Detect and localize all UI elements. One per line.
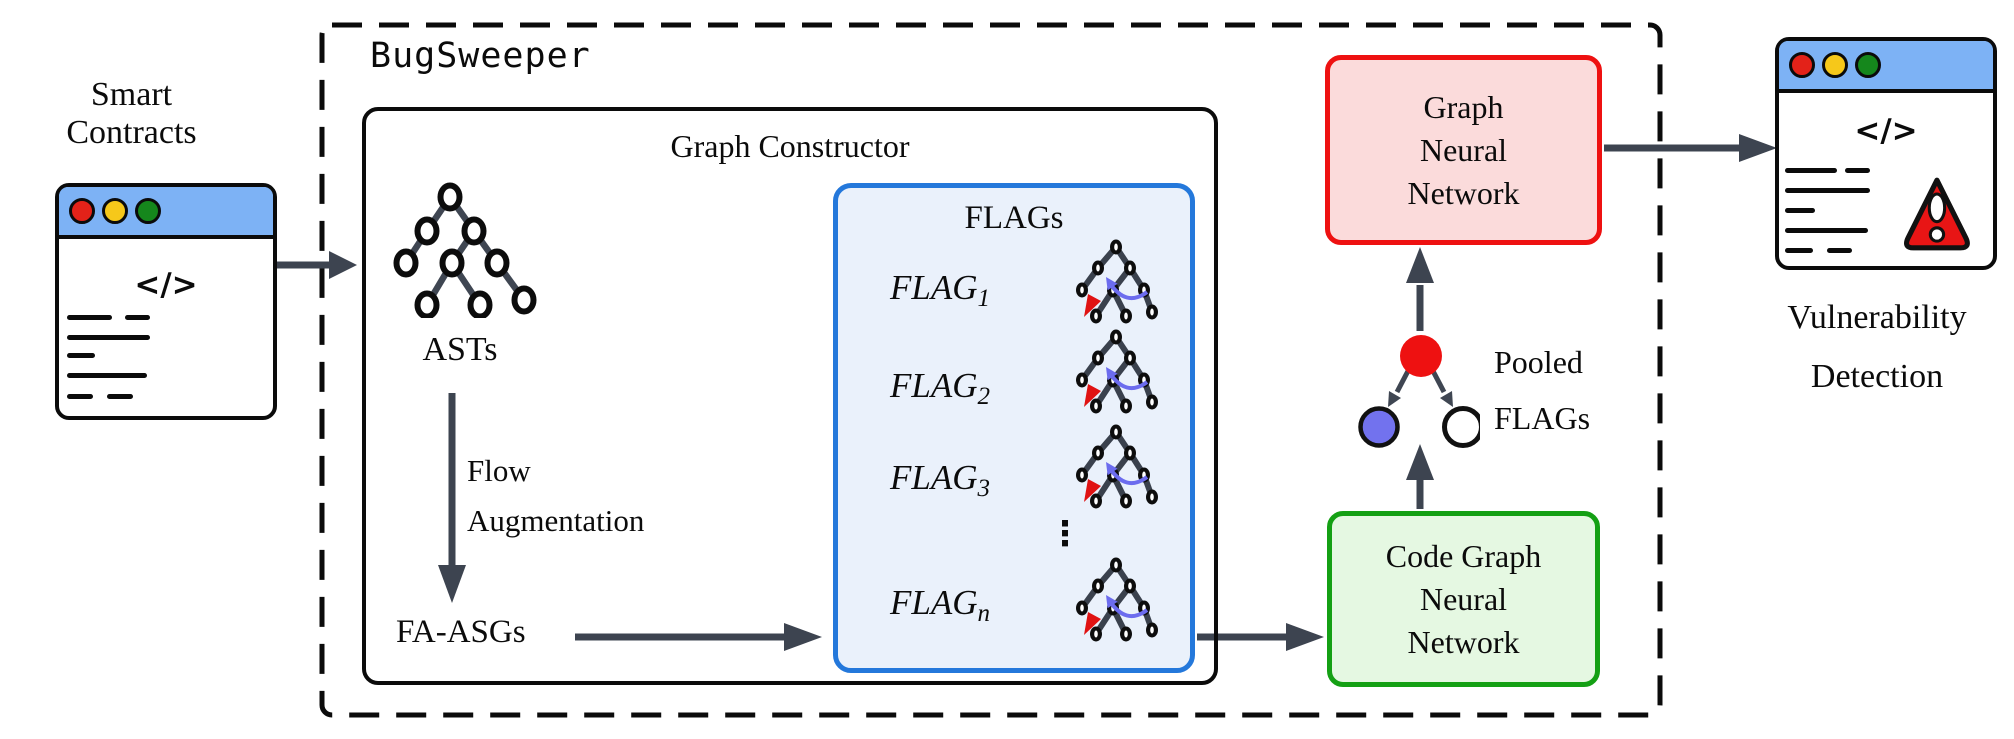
flow-augmentation-label: Flow Augmentation xyxy=(467,446,644,546)
code-gnn-line2: Neural xyxy=(1419,580,1508,617)
vulnerability-line2: Detection xyxy=(1810,358,1944,395)
gnn-line1: Graph xyxy=(1423,88,1504,125)
code-line xyxy=(67,335,150,340)
gnn-line2: Neural xyxy=(1419,131,1508,168)
green-dot-icon xyxy=(135,198,161,224)
pooled-flags-label: Pooled FLAGs xyxy=(1494,334,1590,446)
window-titlebar xyxy=(59,187,273,239)
code-gnn-box: Code Graph Neural Network xyxy=(1327,511,1600,687)
bugsweeper-label: BugSweeper xyxy=(370,36,591,76)
arrow-asts-to-fa-asgs xyxy=(438,393,466,603)
code-line xyxy=(1785,228,1868,233)
code-line xyxy=(1785,168,1837,173)
code-line xyxy=(125,315,150,320)
code-gnn-line3: Network xyxy=(1407,623,1520,660)
ellipsis-label: ⋮ xyxy=(1048,514,1082,554)
code-line xyxy=(107,394,133,399)
pooled-left-node xyxy=(1358,406,1400,448)
code-line xyxy=(67,373,147,378)
tree-edges xyxy=(403,195,527,307)
vulnerability-detection-label: Vulnerability Detection xyxy=(1746,288,2008,406)
vulnerability-line1: Vulnerability xyxy=(1787,299,1967,336)
arrow-flags-to-code-gnn xyxy=(1197,623,1324,651)
code-line xyxy=(1827,248,1852,253)
flow-augmentation-line1: Flow xyxy=(467,453,531,488)
code-line xyxy=(1785,208,1815,213)
gnn-box: Graph Neural Network xyxy=(1325,55,1602,245)
code-icon: </> xyxy=(1854,113,1918,149)
asts-label: ASTs xyxy=(422,331,498,368)
graph-constructor-box xyxy=(362,107,1218,685)
pooled-edges xyxy=(1388,369,1453,407)
red-dot-icon xyxy=(1789,52,1815,78)
code-line xyxy=(67,394,93,399)
flag-n-label: FLAGn xyxy=(890,583,990,627)
code-line xyxy=(1785,188,1870,193)
code-line xyxy=(1785,248,1813,253)
bugsweeper-dashed-border xyxy=(319,22,1663,718)
gnn-line3: Network xyxy=(1407,174,1520,211)
yellow-dot-icon xyxy=(102,198,128,224)
window-titlebar xyxy=(1779,41,1993,93)
arrow-smart-contracts-to-bugsweeper xyxy=(277,251,357,279)
flags-title: FLAGs xyxy=(964,200,1064,236)
code-line xyxy=(67,315,112,320)
code-gnn-line1: Code Graph xyxy=(1385,537,1542,574)
pooled-flags-line2: FLAGs xyxy=(1494,400,1591,436)
pooled-flags-icon xyxy=(1358,335,1480,448)
red-dot-icon xyxy=(69,198,95,224)
arrow-pooled-to-gnn xyxy=(1406,247,1434,331)
flag-graph-icon xyxy=(1068,556,1163,646)
flags-box: FLAGs FLAG1 FLAG2 FLAG3 ⋮ FLAGn xyxy=(833,183,1195,673)
flag-1-label: FLAG1 xyxy=(890,268,990,312)
arrow-code-gnn-to-pooled xyxy=(1406,444,1434,509)
flag-graph-icon xyxy=(1068,238,1163,328)
vulnerability-report-window: </> xyxy=(1775,37,1997,270)
ast-tree-icon xyxy=(393,182,537,318)
smart-contract-window: </> xyxy=(55,183,277,420)
pooled-root-node xyxy=(1400,335,1442,377)
graph-constructor-title: Graph Constructor xyxy=(670,128,910,164)
fa-asgs-label: FA-ASGs xyxy=(396,614,526,650)
yellow-dot-icon xyxy=(1822,52,1848,78)
tree-nodes xyxy=(393,182,537,318)
flag-graph-icon xyxy=(1068,328,1163,418)
flow-augmentation-line2: Augmentation xyxy=(467,503,645,538)
flag-2-label: FLAG2 xyxy=(890,366,990,410)
arrow-gnn-to-output xyxy=(1604,134,1777,162)
warning-icon xyxy=(1904,177,1970,251)
code-icon: </> xyxy=(134,267,198,303)
code-line xyxy=(1845,168,1870,173)
pooled-right-node xyxy=(1442,406,1480,448)
code-line xyxy=(67,353,95,358)
arrow-fa-asgs-to-flags xyxy=(575,623,822,651)
pooled-flags-line1: Pooled xyxy=(1494,344,1583,380)
flag-3-label: FLAG3 xyxy=(890,458,990,502)
flag-graph-icon xyxy=(1068,423,1163,513)
green-dot-icon xyxy=(1855,52,1881,78)
smart-contracts-label: Smart Contracts xyxy=(66,76,197,151)
